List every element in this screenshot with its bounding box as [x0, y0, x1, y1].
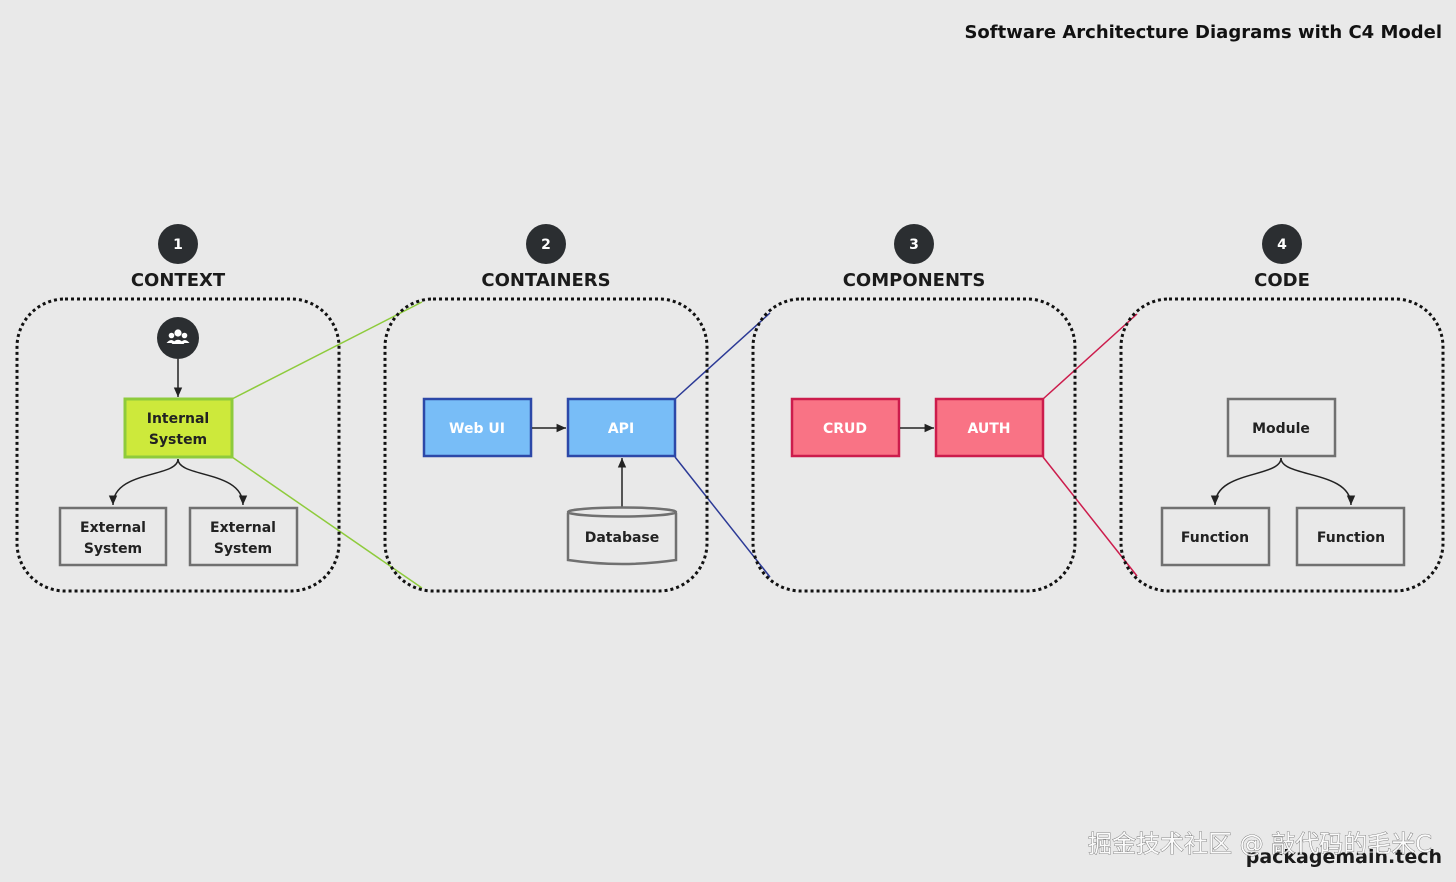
step-1: 1 CONTEXT [131, 224, 226, 291]
function-box-1 [1160, 506, 1271, 567]
web-ui-label: Web UI [449, 421, 505, 437]
step-4: 4 CODE [1254, 224, 1310, 291]
containers-frame [383, 297, 709, 593]
internal-to-external2-arrow [177, 458, 248, 506]
internal-system-label-line1: Internal [147, 411, 209, 427]
step-1-number: 1 [173, 237, 183, 253]
step-3-badge [894, 224, 934, 264]
step-3-label: COMPONENTS [843, 270, 986, 291]
level-frames [15, 297, 1445, 593]
internal-system-label-line2: System [149, 432, 207, 448]
users-glyph [166, 329, 190, 344]
external-system-box-2 [188, 506, 299, 567]
step-2-badge [526, 224, 566, 264]
zoom-line-containers-top [674, 312, 771, 400]
function-2-label: Function [1317, 530, 1385, 546]
module-to-function1-arrow [1210, 457, 1282, 506]
zoom-line-components-top [1042, 313, 1138, 400]
external-system-2-line2: System [214, 541, 272, 557]
database-cylinder [566, 506, 678, 566]
function-box-2 [1295, 506, 1406, 567]
components-level: CRUD AUTH [790, 397, 1045, 458]
external-system-1-line2: System [84, 541, 142, 557]
step-3-number: 3 [909, 237, 919, 253]
step-4-number: 4 [1277, 237, 1287, 253]
external-system-box-1 [58, 506, 168, 567]
auth-box [934, 397, 1045, 458]
page-title: Software Architecture Diagrams with C4 M… [964, 22, 1442, 43]
step-2-number: 2 [541, 237, 551, 253]
step-4-badge [1262, 224, 1302, 264]
web-ui-box [422, 397, 533, 458]
internal-to-external1-arrow [108, 458, 179, 506]
function-1-label: Function [1181, 530, 1249, 546]
step-1-label: CONTEXT [131, 270, 226, 291]
code-level: Module Function Function [1160, 397, 1406, 567]
module-to-function2-arrow [1280, 457, 1356, 506]
context-frame [15, 297, 341, 593]
community-watermark: 掘金技术社区 @ 敲代码的毛米C [1088, 830, 1432, 858]
zoom-line-context-bottom [231, 456, 423, 589]
step-3: 3 COMPONENTS [843, 224, 986, 291]
step-2: 2 CONTAINERS [481, 224, 611, 291]
components-frame [751, 297, 1077, 593]
site-watermark: packagemain.tech [1246, 846, 1442, 868]
internal-system-box [123, 397, 234, 459]
context-level: Internal System External System External… [58, 317, 299, 567]
api-label: API [608, 421, 634, 437]
auth-label: AUTH [967, 421, 1010, 437]
step-1-badge [158, 224, 198, 264]
crud-label: CRUD [823, 421, 867, 437]
zoom-line-containers-bottom [674, 456, 771, 578]
containers-level: Web UI API Database [422, 397, 678, 566]
external-system-1-line1: External [80, 520, 146, 536]
crud-box [790, 397, 901, 458]
zoom-line-context-top [231, 301, 423, 400]
database-label: Database [585, 530, 660, 546]
step-2-label: CONTAINERS [481, 270, 610, 291]
api-box [566, 397, 677, 458]
module-label: Module [1252, 421, 1310, 437]
external-system-2-line1: External [210, 520, 276, 536]
users-icon [157, 317, 199, 359]
module-box [1226, 397, 1337, 458]
code-frame [1119, 297, 1445, 593]
step-4-label: CODE [1254, 270, 1310, 291]
